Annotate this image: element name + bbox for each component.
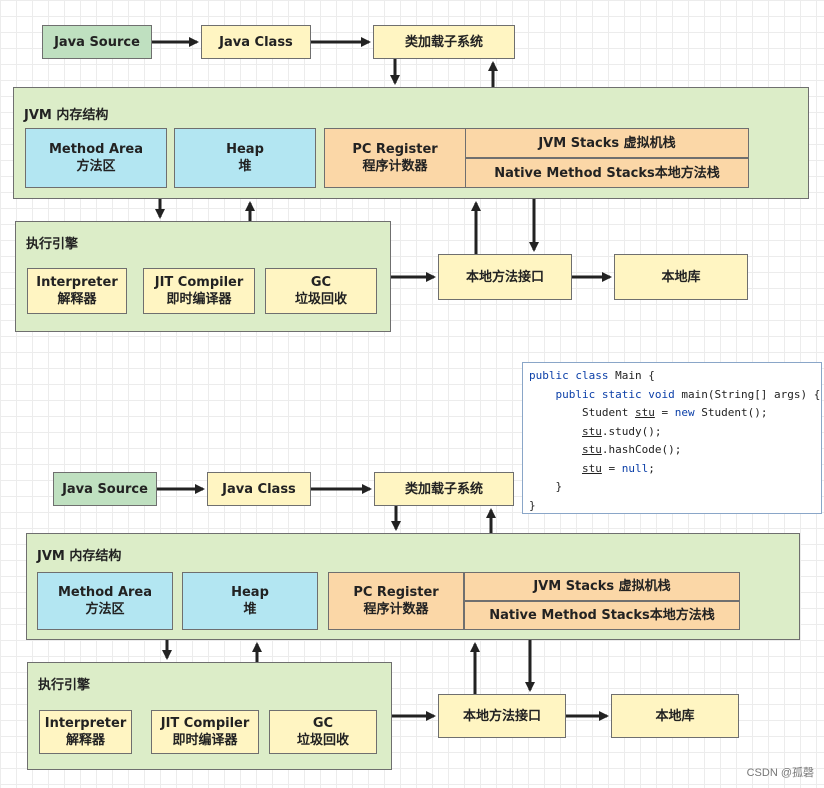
jvm-memory-title: JVM 内存结构	[24, 108, 109, 123]
heap-zh: 堆	[238, 159, 252, 174]
native-library-box: 本地库	[614, 254, 748, 300]
heap-en: Heap	[231, 585, 269, 600]
gc-box: GC 垃圾回收	[269, 710, 377, 754]
interpreter-en: Interpreter	[36, 275, 118, 290]
jit-compiler-box: JIT Compiler 即时编译器	[143, 268, 255, 314]
jvm-stacks-box: JVM Stacks 虚拟机栈	[464, 572, 740, 601]
native-stacks-label: Native Method Stacks本地方法栈	[494, 165, 720, 181]
interpreter-zh: 解释器	[57, 292, 97, 307]
method-area-zh: 方法区	[85, 602, 125, 617]
code-line-7: }	[529, 478, 821, 497]
class-loader-label: 类加载子系统	[404, 481, 483, 497]
variable: stu	[581, 443, 602, 456]
code-text: Student	[581, 406, 635, 419]
interpreter-zh: 解释器	[65, 733, 105, 748]
jvm-memory-title: JVM 内存结构	[37, 549, 122, 564]
native-stacks-box: Native Method Stacks本地方法栈	[465, 158, 749, 188]
code-snippet: public class Main { public static void m…	[522, 362, 822, 514]
jvm-stacks-label: JVM Stacks 虚拟机栈	[533, 579, 671, 594]
gc-en: GC	[312, 716, 334, 731]
code-text: Student();	[694, 406, 768, 419]
pc-register-box: PC Register 程序计数器	[324, 128, 466, 188]
gc-zh: 垃圾回收	[296, 733, 349, 748]
code-text: Main {	[608, 369, 655, 382]
keyword: public class	[529, 369, 609, 382]
java-class-label: Java Class	[222, 481, 296, 497]
code-line-1: public class Main {	[529, 367, 821, 386]
keyword: new	[674, 406, 695, 419]
heap-box: Heap 堆	[182, 572, 318, 630]
code-text: =	[601, 461, 622, 475]
native-interface-label: 本地方法接口	[465, 269, 544, 285]
gc-en: GC	[310, 275, 332, 290]
code-text: }	[555, 480, 563, 493]
java-class-box: Java Class	[207, 472, 311, 506]
code-line-2: public static void main(String[] args) {	[529, 386, 821, 405]
heap-box: Heap 堆	[174, 128, 316, 188]
method-area-box: Method Area 方法区	[25, 128, 167, 188]
jit-compiler-en: JIT Compiler	[160, 716, 250, 731]
variable: stu	[634, 406, 655, 419]
pc-register-zh: 程序计数器	[363, 602, 429, 617]
jit-compiler-box: JIT Compiler 即时编译器	[151, 710, 259, 754]
java-source-box: Java Source	[53, 472, 157, 506]
gc-box: GC 垃圾回收	[265, 268, 377, 314]
class-loader-box: 类加载子系统	[373, 25, 515, 59]
code-line-6: stu = null;	[529, 460, 821, 479]
code-line-5: stu.hashCode();	[529, 441, 821, 460]
code-text: }	[529, 498, 536, 512]
native-interface-label: 本地方法接口	[462, 708, 541, 724]
execution-engine-title: 执行引擎	[38, 678, 91, 693]
class-loader-label: 类加载子系统	[404, 34, 483, 50]
java-source-box: Java Source	[42, 25, 152, 59]
code-text: ;	[648, 461, 655, 475]
keyword: null	[621, 461, 649, 475]
interpreter-box: Interpreter 解释器	[39, 710, 132, 754]
interpreter-en: Interpreter	[44, 716, 127, 731]
java-class-label: Java Class	[219, 34, 293, 50]
native-stacks-label: Native Method Stacks本地方法栈	[489, 608, 715, 623]
method-area-en: Method Area	[48, 142, 144, 157]
java-source-label: Java Source	[62, 481, 148, 497]
code-line-3: Student stu = new Student();	[529, 404, 821, 423]
method-area-zh: 方法区	[76, 159, 116, 174]
jvm-stacks-box: JVM Stacks 虚拟机栈	[465, 128, 749, 158]
code-text: main(String[] args) {	[674, 387, 821, 401]
gc-zh: 垃圾回收	[294, 292, 347, 307]
heap-zh: 堆	[243, 602, 257, 617]
method-area-en: Method Area	[57, 585, 153, 600]
java-class-box: Java Class	[201, 25, 311, 59]
keyword: public static void	[555, 387, 675, 401]
jit-compiler-zh: 即时编译器	[172, 733, 238, 748]
native-library-label: 本地库	[655, 708, 695, 724]
java-source-label: Java Source	[54, 34, 140, 50]
variable: stu	[581, 424, 602, 438]
watermark: CSDN @孤磬	[746, 767, 814, 779]
variable: stu	[581, 461, 602, 475]
pc-register-box: PC Register 程序计数器	[328, 572, 464, 630]
interpreter-box: Interpreter 解释器	[27, 268, 127, 314]
native-stacks-box: Native Method Stacks本地方法栈	[464, 601, 740, 630]
method-area-box: Method Area 方法区	[37, 572, 173, 630]
native-interface-box: 本地方法接口	[438, 694, 566, 738]
native-interface-box: 本地方法接口	[438, 254, 572, 300]
jit-compiler-en: JIT Compiler	[154, 275, 244, 290]
jvm-stacks-label: JVM Stacks 虚拟机栈	[538, 135, 676, 151]
code-text: .study();	[601, 424, 662, 438]
pc-register-zh: 程序计数器	[362, 159, 428, 174]
pc-register-en: PC Register	[352, 142, 438, 157]
code-text: .hashCode();	[601, 443, 682, 456]
class-loader-box: 类加载子系统	[374, 472, 514, 506]
code-line-8: }	[529, 497, 821, 516]
native-library-label: 本地库	[661, 269, 701, 285]
execution-engine-title: 执行引擎	[26, 237, 79, 252]
code-text: =	[654, 406, 675, 419]
pc-register-en: PC Register	[353, 585, 439, 600]
heap-en: Heap	[226, 142, 264, 157]
jit-compiler-zh: 即时编译器	[166, 292, 232, 307]
native-library-box: 本地库	[611, 694, 739, 738]
code-line-4: stu.study();	[529, 423, 821, 442]
